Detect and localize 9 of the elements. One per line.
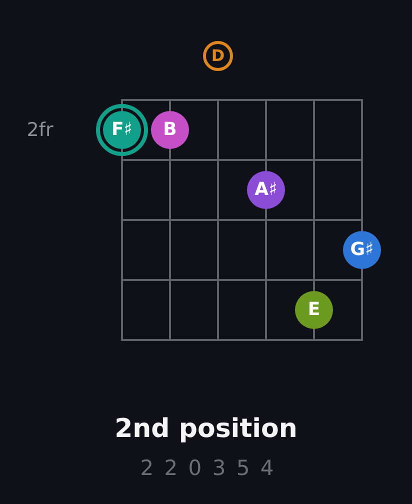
open-string-marker: D [203,41,233,71]
fingering-numbers: 2 2 0 3 5 4 [139,456,276,480]
root-note-dot: F♯ [96,104,148,156]
note-dot: E [295,291,333,329]
position-title: 2nd position [114,414,298,444]
note-dot: A♯ [247,171,285,209]
note-dot: G♯ [343,231,381,269]
fret-number-label: 2fr [26,118,54,142]
note-dot: B [151,111,189,149]
